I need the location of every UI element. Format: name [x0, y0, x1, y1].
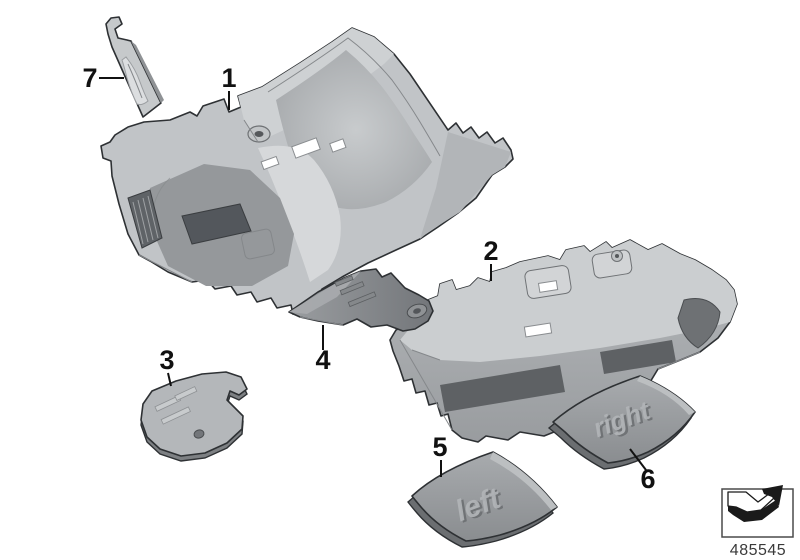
callout-6-label: 6: [640, 464, 655, 494]
cutout-b: [329, 138, 347, 153]
part-rear-floor-covering: [389, 239, 738, 443]
callout-2-label: 2: [483, 236, 498, 266]
heel-pad: [181, 203, 252, 245]
boss-a-slot: [537, 280, 559, 293]
callout-6-leader: [629, 448, 647, 471]
diagram-number: 485545: [730, 542, 786, 559]
right-end-scoop: [677, 298, 721, 349]
wedge-boss-hole: [413, 308, 421, 314]
part-small-foam-insert: [140, 371, 248, 462]
right-flap-shade: [420, 132, 511, 239]
callout-1[interactable]: 1: [221, 63, 237, 110]
wall-recess-b: [600, 340, 676, 374]
wall-recess-a: [440, 365, 565, 412]
wedge-ridge-1: [339, 281, 365, 296]
callout-5[interactable]: 5: [432, 432, 448, 477]
deck-slot: [523, 322, 553, 338]
callout-7[interactable]: 7: [82, 63, 124, 93]
callout-1-label: 1: [221, 63, 236, 93]
rib-lines: [132, 195, 159, 245]
callout-5-label: 5: [432, 432, 447, 462]
callout-3-leader: [167, 372, 172, 387]
part-rear-foam-pad-left: left left: [407, 451, 558, 548]
pad3-ridge-3: [174, 386, 198, 401]
pad3-hole: [193, 429, 205, 439]
rib-panel: [127, 189, 163, 249]
callout-4[interactable]: 4: [315, 325, 331, 375]
footer: 485545: [721, 485, 794, 559]
tunnel-highlight: [258, 145, 341, 282]
pad5-rim-highlight: [490, 452, 557, 510]
recess-outline: [241, 228, 275, 260]
part-front-floor-covering: [100, 27, 514, 315]
wedge-ridge-2: [347, 291, 377, 308]
strip-side: [131, 41, 164, 103]
callout-3-label: 3: [159, 345, 174, 375]
callout-2[interactable]: 2: [483, 236, 499, 281]
part-rear-foam-pad-right: right right: [547, 375, 696, 470]
pad6-rim-highlight: [637, 376, 695, 415]
pad3-ridge-2: [160, 406, 191, 425]
part-wedge-foam-insert: [288, 268, 434, 332]
callout-6[interactable]: 6: [629, 448, 656, 494]
callout-4-label: 4: [315, 345, 330, 375]
cutout-a: [291, 137, 321, 159]
part-trim-strip: [105, 16, 164, 118]
deck-grommet-hole: [615, 254, 619, 258]
cutout-c: [260, 155, 280, 171]
rear-deck-face: [400, 240, 737, 362]
grommet-hole: [254, 131, 264, 137]
wedge-ridge-3: [334, 275, 354, 287]
callout-7-label: 7: [82, 63, 97, 93]
3d-direction-arrow-icon: [727, 485, 783, 522]
callout-3[interactable]: 3: [159, 345, 175, 387]
